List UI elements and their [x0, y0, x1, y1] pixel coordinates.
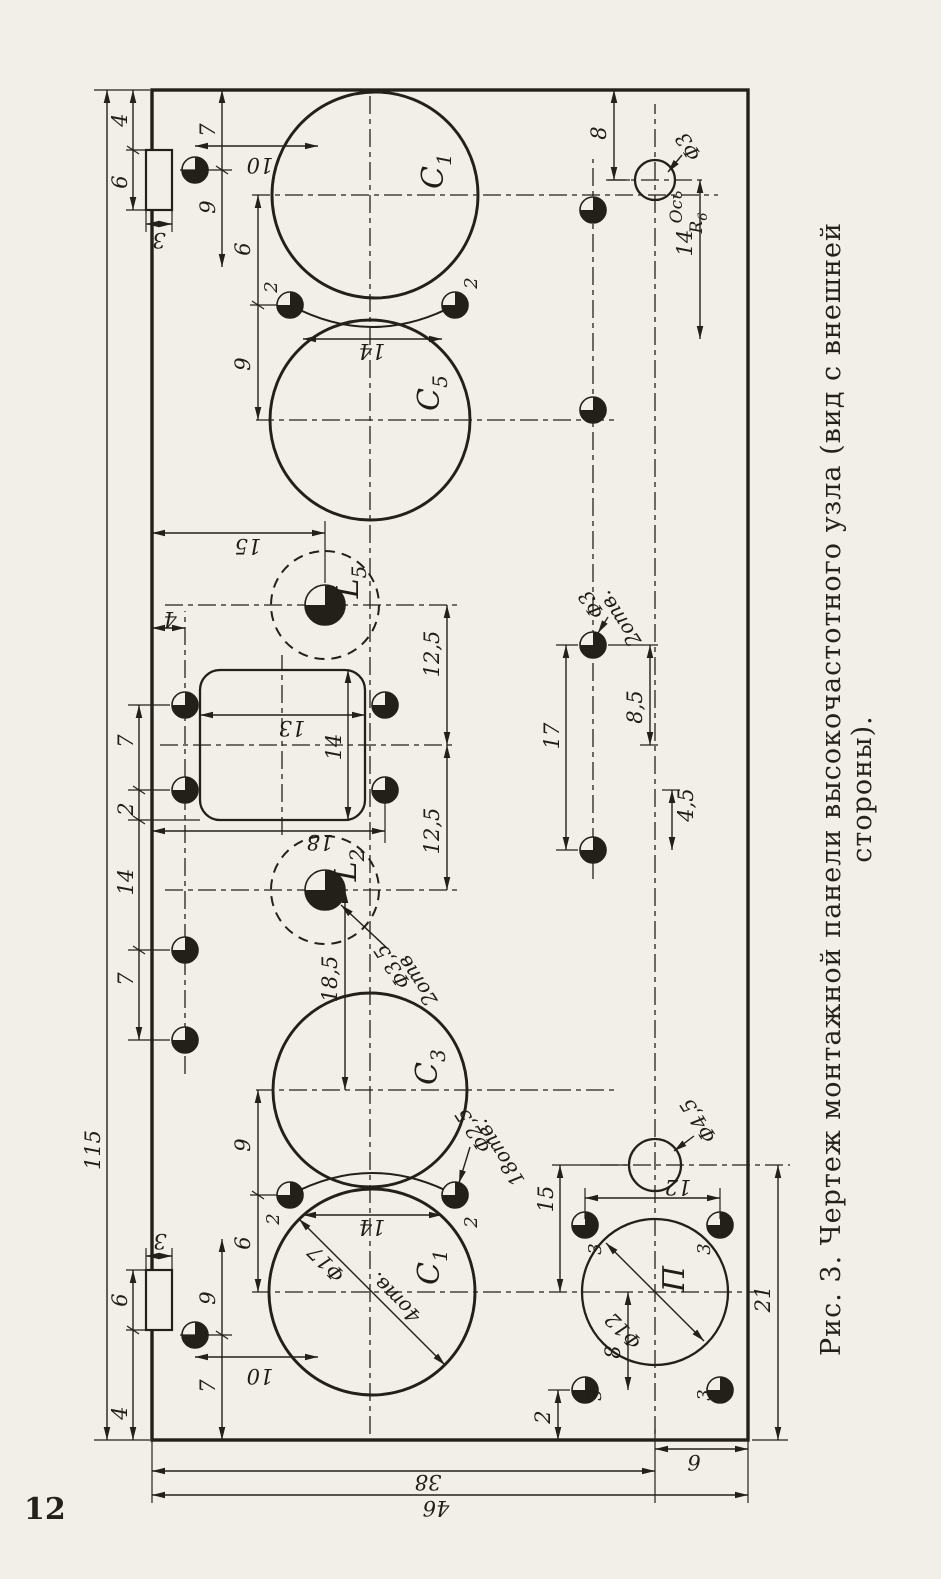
svg-text:7: 7 — [196, 123, 220, 137]
tube-socket-circle — [580, 1217, 730, 1367]
dim-socket: 15 12 8 2 6 38 46 — [151, 1094, 788, 1520]
mounting-slot-right — [144, 148, 174, 212]
dim-115: 115 — [81, 1130, 105, 1170]
svg-text:15: 15 — [534, 1186, 558, 1213]
svg-text:6: 6 — [231, 1236, 255, 1249]
svg-text:17: 17 — [540, 722, 564, 749]
svg-text:7: 7 — [196, 1379, 220, 1393]
svg-text:Ф17: Ф17 — [303, 1240, 350, 1287]
svg-text:7: 7 — [114, 972, 138, 986]
svg-text:4: 4 — [108, 1406, 132, 1420]
svg-text:2: 2 — [261, 281, 282, 293]
capacitor-c1-right-circle — [270, 90, 480, 300]
svg-text:14: 14 — [359, 1215, 386, 1239]
dim-overall-width: 115 — [81, 89, 150, 1441]
svg-text:4: 4 — [163, 607, 177, 631]
svg-text:3: 3 — [585, 1389, 606, 1400]
svg-text:3: 3 — [585, 1243, 606, 1254]
bracket-arc-left — [289, 1172, 456, 1196]
svg-text:Ф4,5: Ф4,5 — [675, 1094, 722, 1148]
svg-text:3: 3 — [152, 228, 165, 252]
label-c3: C3 — [410, 1049, 450, 1085]
panel-outline — [150, 88, 750, 1442]
svg-text:7: 7 — [114, 734, 138, 748]
svg-text:2: 2 — [461, 1216, 482, 1228]
label-l5: L5 — [331, 566, 371, 600]
svg-text:8: 8 — [601, 1345, 625, 1358]
callout-phi25: Ф2,5 18отв. — [450, 1104, 530, 1191]
svg-text:3: 3 — [694, 1243, 715, 1254]
svg-text:12: 12 — [665, 1175, 692, 1199]
axis-word: Ось — [667, 191, 687, 224]
label-l2: L2 — [329, 849, 369, 883]
svg-text:6: 6 — [687, 1450, 700, 1474]
svg-text:14: 14 — [114, 869, 138, 896]
svg-text:46: 46 — [423, 1496, 451, 1520]
svg-text:14: 14 — [322, 734, 346, 761]
label-c5: C5 — [412, 375, 452, 411]
dim-slot-left: 4 6 3 7 9 10 — [108, 1229, 318, 1440]
svg-text:9: 9 — [196, 200, 220, 213]
svg-text:18,5: 18,5 — [318, 956, 342, 1003]
svg-text:4: 4 — [108, 113, 132, 127]
capacitor-c3-circle — [271, 991, 469, 1189]
svg-text:13: 13 — [279, 716, 306, 740]
bracket-arc-right — [289, 304, 456, 328]
coil-l2-circle — [270, 835, 380, 945]
rivet-holes — [171, 156, 734, 1404]
svg-text:6: 6 — [108, 175, 132, 188]
svg-text:12,5: 12,5 — [420, 808, 444, 855]
svg-text:14: 14 — [359, 339, 386, 363]
svg-text:9: 9 — [196, 1291, 220, 1304]
figure-caption: Рис. 3. Чертеж монтажной панели высокоча… — [816, 222, 878, 1356]
label-socket: П — [657, 1265, 692, 1293]
svg-text:12,5: 12,5 — [420, 631, 444, 678]
capacitor-c1-left-circle — [267, 1187, 477, 1397]
svg-text:9: 9 — [231, 357, 255, 370]
svg-text:3: 3 — [153, 1229, 166, 1253]
svg-text:2: 2 — [461, 277, 482, 289]
hole-phi3-circle — [633, 158, 677, 202]
mounting-slot-left — [144, 1268, 174, 1332]
svg-text:Ф3: Ф3 — [670, 128, 706, 166]
dim-top-chain: 7 14 2 7 4 — [114, 607, 200, 1041]
svg-text:10: 10 — [247, 1364, 274, 1388]
dim-hole-row: 17 8,5 4,5 Ф3 2отв. — [540, 586, 698, 851]
square-cutout — [198, 668, 367, 822]
svg-text:6: 6 — [108, 1293, 132, 1306]
axis-ref: R6 — [687, 212, 711, 234]
svg-text:9: 9 — [231, 1138, 255, 1151]
dim-coils: 15 12,5 12,5 18,5 — [152, 521, 451, 1090]
svg-text:8: 8 — [587, 126, 611, 139]
svg-text:21: 21 — [751, 1286, 775, 1314]
svg-text:2: 2 — [263, 1213, 284, 1225]
svg-text:2: 2 — [531, 1410, 555, 1424]
svg-text:2: 2 — [114, 802, 138, 816]
dim-slot-right: 6 4 3 9 7 10 — [108, 90, 318, 267]
svg-text:4,5: 4,5 — [674, 788, 698, 822]
svg-text:6: 6 — [231, 242, 255, 255]
page-number: 12 — [24, 1492, 66, 1527]
hole-phi45-circle — [627, 1137, 683, 1193]
dim-pair-right: 14 9 6 2 2 — [231, 195, 482, 420]
centerlines — [160, 96, 790, 1434]
svg-text:38: 38 — [415, 1470, 442, 1494]
svg-text:14: 14 — [673, 230, 697, 257]
dim-square: 13 14 18 — [152, 670, 386, 854]
svg-text:8,5: 8,5 — [623, 690, 647, 723]
label-c1-right: C1 — [416, 153, 456, 189]
svg-text:10: 10 — [247, 153, 274, 177]
svg-text:18: 18 — [307, 830, 334, 854]
label-c1-left: C1 — [412, 1249, 452, 1285]
svg-text:15: 15 — [235, 534, 262, 558]
capacitor-c5-circle — [268, 318, 472, 522]
svg-text:3: 3 — [694, 1389, 715, 1400]
